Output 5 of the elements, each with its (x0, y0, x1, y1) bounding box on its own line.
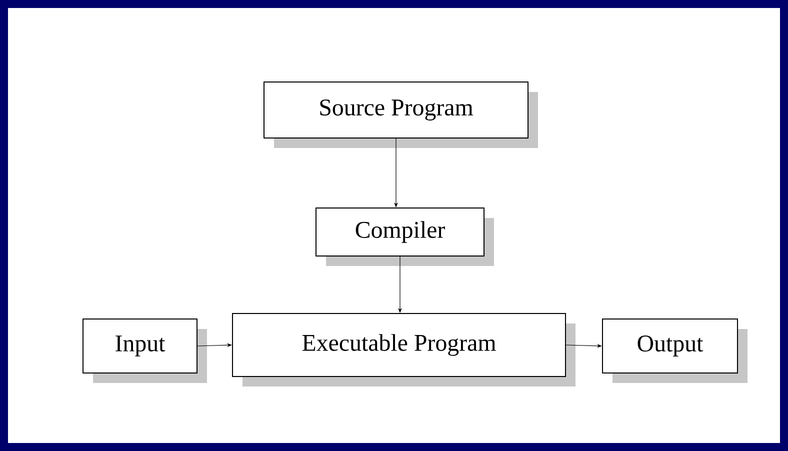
process-box: Output (602, 318, 748, 383)
process-box: Executable Program (232, 313, 576, 386)
process-box: Input (82, 318, 207, 383)
process-box: Compiler (316, 208, 494, 266)
process-box: Source Program (264, 82, 538, 148)
